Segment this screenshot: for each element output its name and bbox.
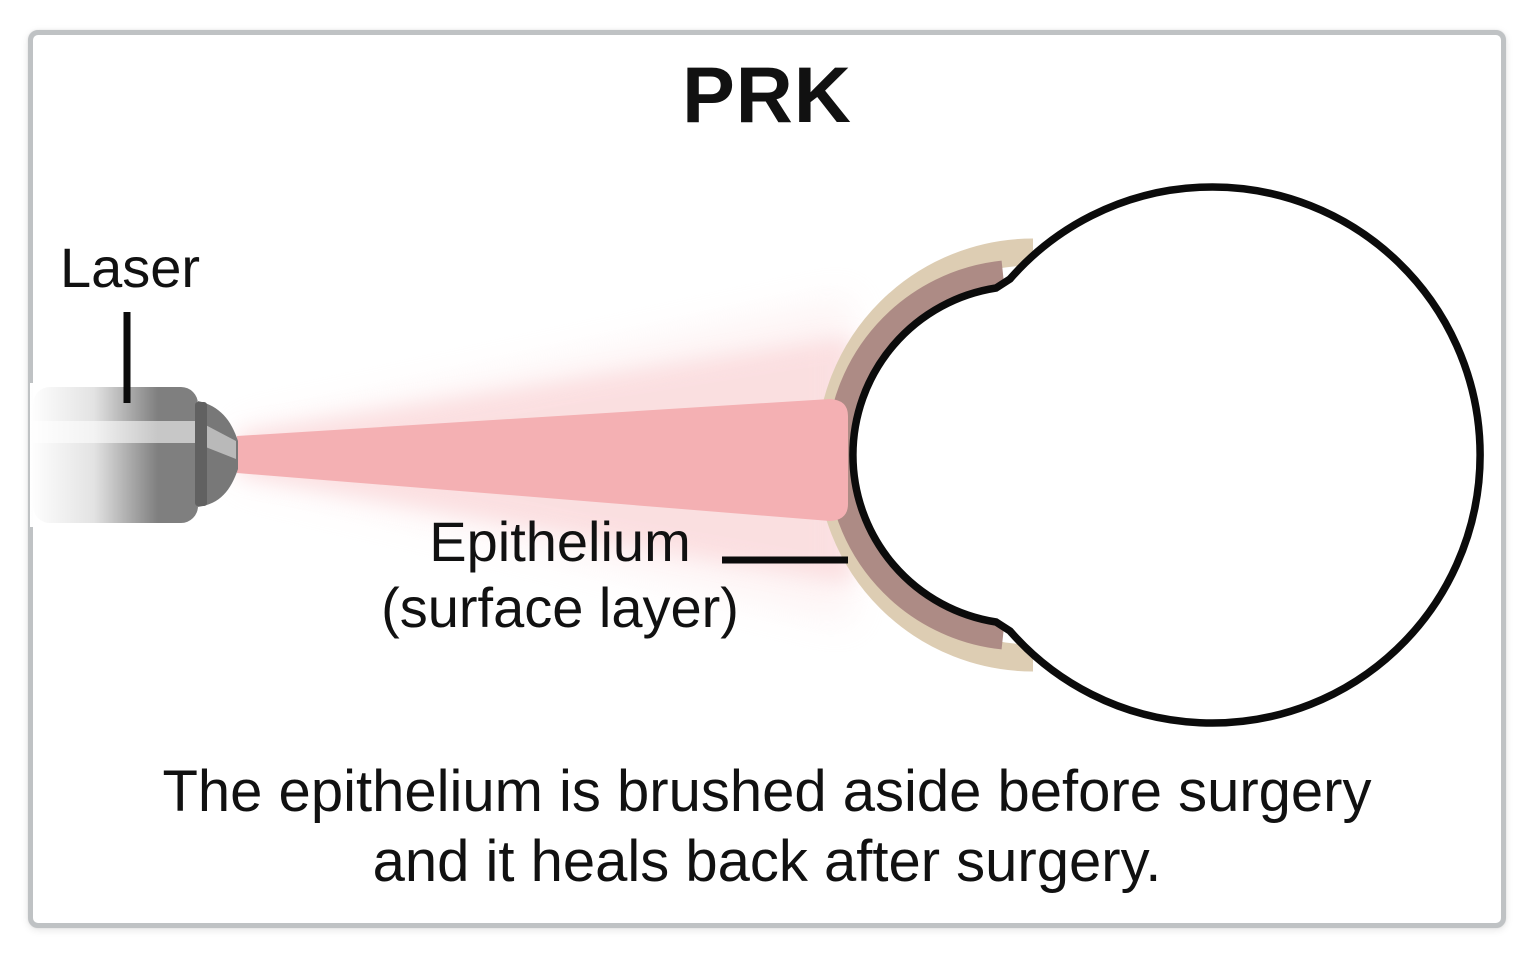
diagram-title: PRK <box>682 50 852 139</box>
epithelium-label: Epithelium (surface layer) <box>358 509 762 641</box>
caption-line1: The epithelium is brushed aside before s… <box>162 759 1372 824</box>
epithelium-label-line1: Epithelium <box>429 510 691 573</box>
caption-line2: and it heals back after surgery. <box>372 829 1162 894</box>
caption-text: The epithelium is brushed aside before s… <box>28 757 1506 897</box>
laser-label: Laser <box>60 236 201 299</box>
epithelium-label-line2: (surface layer) <box>381 576 739 639</box>
